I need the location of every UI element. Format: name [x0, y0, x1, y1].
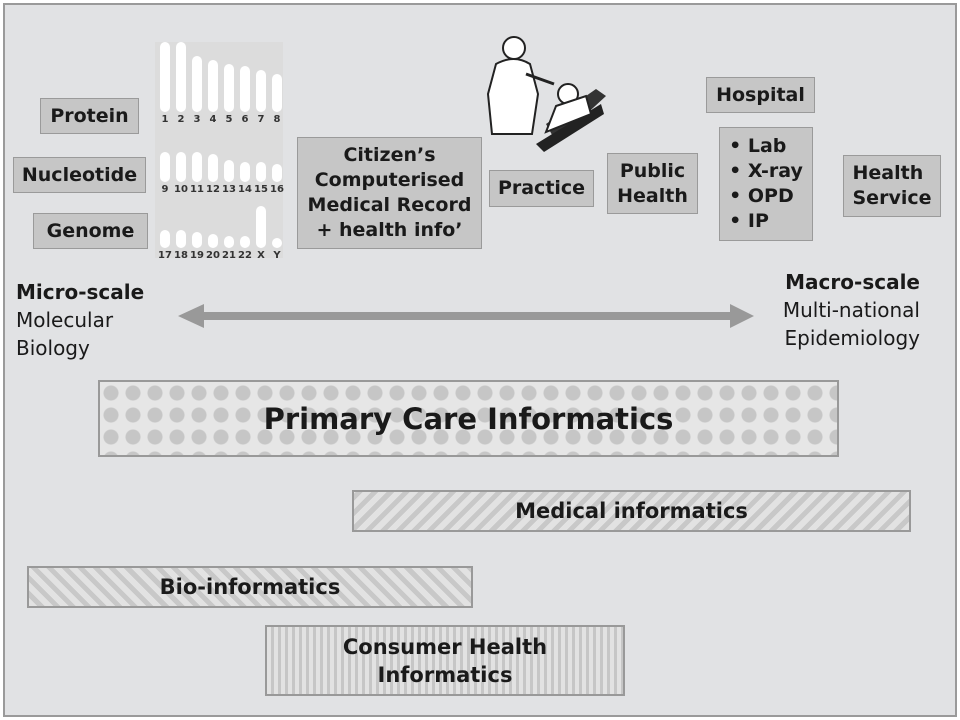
chromosome-number: 1 [161, 114, 169, 125]
chromosome [256, 70, 266, 112]
chromosome-number: 12 [206, 184, 220, 195]
chromosome-number: 10 [174, 184, 188, 195]
chromosome-number: 11 [190, 184, 204, 195]
chromosome-number: 14 [238, 184, 252, 195]
chromosome-number: 9 [161, 184, 169, 195]
macro-scale-title: Macro-scale [785, 270, 920, 294]
chromosome [240, 162, 250, 182]
hospital-item: • Lab [729, 135, 787, 157]
citizen-record-line: + health info’ [316, 219, 463, 241]
chromosome-number: Y [273, 250, 281, 261]
chromosome [160, 152, 170, 182]
chromosome-number: 5 [225, 114, 233, 125]
citizen-record-line: Citizen’s [343, 144, 436, 166]
bio-informatics-label: Bio-informatics [159, 575, 341, 599]
practice-box: Practice [489, 170, 594, 207]
chromosome [208, 60, 218, 112]
hospital-item: • OPD [729, 185, 794, 207]
public-health-line: Health [617, 184, 688, 207]
chromosome [160, 42, 170, 112]
nucleotide-label: Nucleotide [21, 163, 138, 186]
chromosome-number: 20 [206, 250, 220, 261]
micro-scale-label: Micro-scale Molecular Biology [16, 278, 144, 362]
chromosome-number: X [257, 250, 265, 261]
macro-scale-line: Multi-national [782, 298, 920, 322]
medical-informatics-band: Medical informatics [352, 490, 911, 532]
primary-care-informatics-band: Primary Care Informatics [98, 380, 839, 457]
health-service-line: Health [852, 162, 924, 184]
doctor-patient-illustration [486, 36, 606, 152]
protein-label: Protein [50, 104, 129, 127]
chromosome [256, 206, 266, 248]
hospital-item: • X-ray [729, 160, 803, 182]
chromosome-number: 17 [158, 250, 172, 261]
protein-box: Protein [40, 98, 139, 134]
macro-scale-line: Epidemiology [784, 326, 921, 350]
macro-scale-label: Macro-scale Multi-national Epidemiology [760, 268, 920, 352]
chromosome [224, 64, 234, 112]
chromosome [176, 42, 186, 112]
chromosome [192, 56, 202, 112]
scale-double-arrow-icon [178, 304, 754, 328]
chromosome-number: 2 [177, 114, 185, 125]
consumer-health-line: Consumer Health [342, 634, 548, 659]
chromosome [272, 74, 282, 112]
chromosome [192, 232, 202, 248]
chromosome-number: 16 [270, 184, 284, 195]
chromosome [272, 238, 282, 248]
chromosome [176, 152, 186, 182]
health-service-line: Service [852, 187, 932, 209]
chromosome-number: 15 [254, 184, 268, 195]
citizen-record-box: Citizen’s Computerised Medical Record + … [297, 137, 482, 249]
micro-scale-line: Molecular [16, 308, 114, 332]
primary-care-label: Primary Care Informatics [263, 401, 674, 436]
chromosome [224, 160, 234, 182]
chromosome [256, 162, 266, 182]
chromosome [240, 66, 250, 112]
chromosome-number: 18 [174, 250, 188, 261]
chromosome-number: 7 [257, 114, 265, 125]
chromosome [208, 154, 218, 182]
citizen-record-line: Medical Record [307, 194, 472, 216]
chromosome [192, 152, 202, 182]
chromosome-number: 6 [241, 114, 249, 125]
chromosome [176, 230, 186, 248]
hospital-label: Hospital [716, 83, 805, 106]
medical-informatics-label: Medical informatics [515, 499, 748, 523]
chromosome-number: 19 [190, 250, 204, 261]
micro-scale-title: Micro-scale [16, 280, 145, 304]
chromosome-number: 21 [222, 250, 236, 261]
chromosome [208, 234, 218, 248]
hospital-box: Hospital [706, 77, 815, 113]
micro-scale-line: Biology [16, 336, 90, 360]
genome-box: Genome [33, 213, 148, 249]
chromosome [160, 230, 170, 248]
bio-informatics-band: Bio-informatics [27, 566, 473, 608]
chromosome [224, 236, 234, 248]
practice-label: Practice [497, 177, 586, 199]
chromosome-number: 8 [273, 114, 281, 125]
chromosome [272, 164, 282, 182]
public-health-line: Public [619, 159, 686, 182]
citizen-record-line: Computerised [314, 169, 465, 191]
chromosome-number: 3 [193, 114, 201, 125]
genome-label: Genome [46, 219, 135, 242]
chromosome-number: 4 [209, 114, 217, 125]
hospital-services-box: • Lab • X-ray • OPD • IP [719, 127, 813, 241]
hospital-item: • IP [729, 210, 769, 232]
chromosome [240, 236, 250, 248]
consumer-health-line: Informatics [377, 662, 513, 687]
chromosome-number: 22 [238, 250, 252, 261]
chromosome-number: 13 [222, 184, 236, 195]
nucleotide-box: Nucleotide [13, 157, 146, 193]
